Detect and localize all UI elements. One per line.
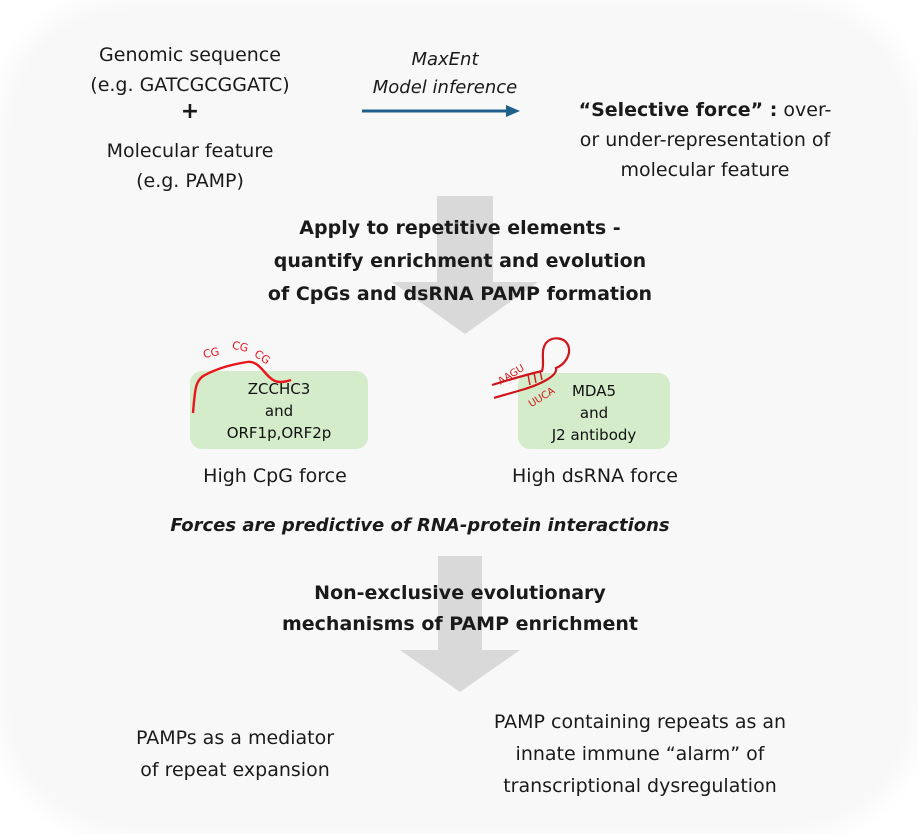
cpg-motif-1: CG [202,345,221,361]
mechanism-repeat-expansion: PAMPs as a mediator of repeat expansion [135,727,335,781]
dsrna-force-caption: High dsRNA force [512,465,678,487]
dsrna-binders-box: MDA5 and J2 antibody [518,373,670,449]
mechanism-immune-alarm: PAMP containing repeats as an innate imm… [493,711,787,797]
selective-force-term: “Selective force” : [578,99,778,121]
selective-force-definition: over- or under-representation of molecul… [579,99,832,181]
maxent-inference-label: MaxEnt Model inference [372,49,518,98]
cpg-force-caption: High CpG force [203,465,347,487]
down-arrow-2 [400,556,520,692]
dsrna-hairpin-icon: AAGU UUCA [491,337,571,410]
selective-force-description: “Selective force” : over- or under-repre… [555,65,855,185]
cpg-rna-strand-icon: CG CG CG [191,339,292,414]
molecular-feature-label: Molecular feature (e.g. PAMP) [106,140,274,192]
mechanisms-heading: Non-exclusive evolutionary mechanisms of… [281,582,638,635]
down-arrow-1 [392,196,538,334]
cpg-motif-2: CG [231,339,250,355]
inference-arrow-icon [362,105,520,117]
apply-to-repeats-heading: Apply to repetitive elements - quantify … [267,217,653,305]
plus-sign: + [180,99,200,124]
cpg-binders-box: ZCCHC3 and ORF1p,ORF2p [190,371,368,449]
prediction-statement: Forces are predictive of RNA-protein int… [170,515,670,536]
genomic-sequence-label: Genomic sequence (e.g. GATCGCGGATC) [90,44,290,96]
